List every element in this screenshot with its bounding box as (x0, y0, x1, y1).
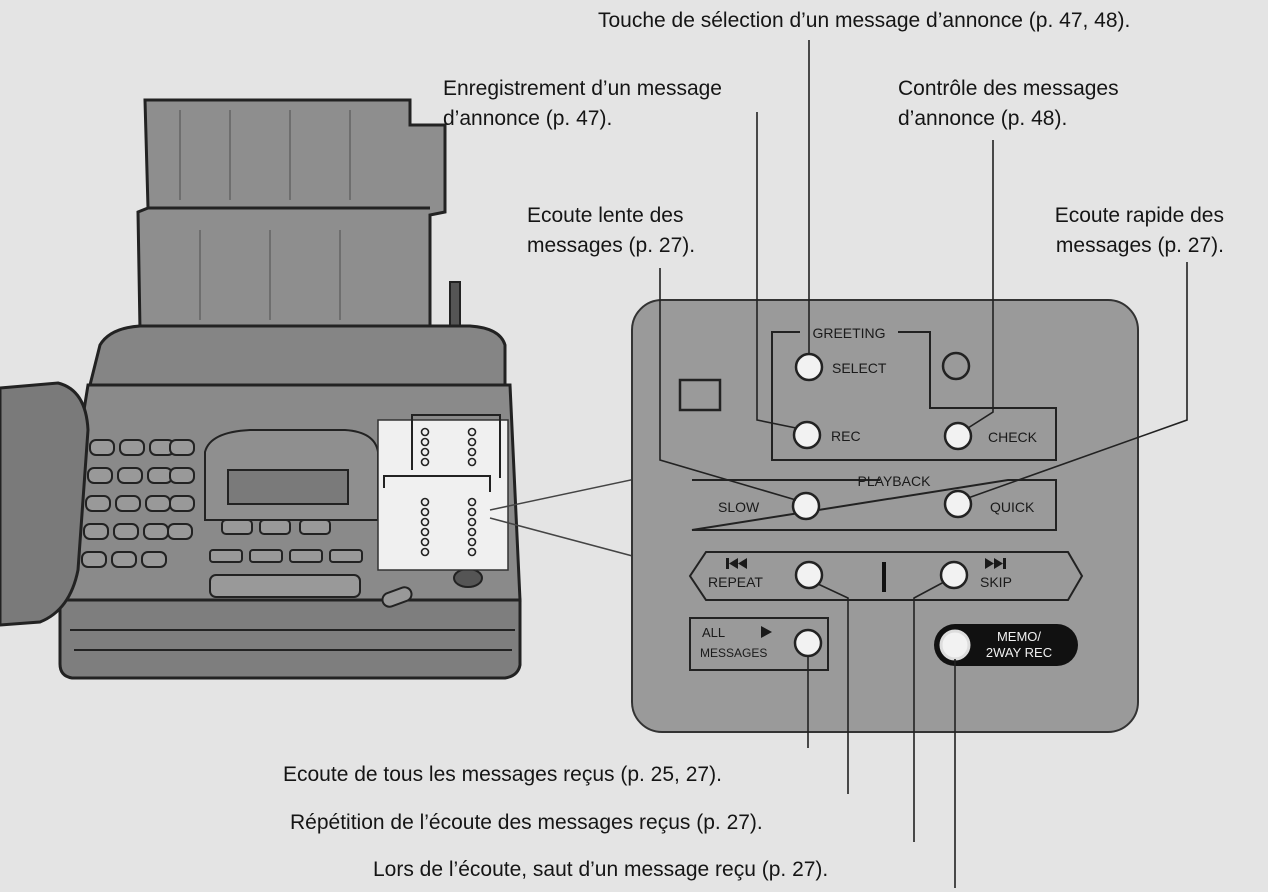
leader-repeat (817, 583, 849, 794)
all-label: ALL (702, 625, 725, 640)
zoom-lines (489, 477, 641, 559)
handset (0, 381, 90, 627)
callout-repeat: Répétition de l’écoute des messages reçu… (290, 811, 763, 834)
slow-button[interactable] (791, 491, 821, 521)
previous-track-icon (726, 558, 747, 569)
greeting-group-outline (771, 331, 1057, 461)
leader-lines (659, 40, 1188, 888)
quick-button[interactable] (943, 489, 973, 519)
all-messages-outline (689, 617, 829, 671)
callout-quick: Ecoute rapide des messages (p. 27). (1054, 204, 1224, 257)
lcd-display (227, 469, 349, 505)
repeat-button[interactable] (794, 560, 824, 590)
repeat-label: REPEAT (708, 574, 763, 590)
greeting-rec-button[interactable] (792, 420, 822, 450)
leader-slow (659, 268, 797, 501)
quick-label: QUICK (990, 499, 1035, 515)
greeting-check-button[interactable] (943, 421, 973, 451)
select-label: SELECT (832, 360, 887, 376)
playback-label: PLAYBACK (858, 473, 932, 489)
callout-greeting-check: Contrôle des messages d’annonce (p. 48). (898, 77, 1119, 130)
panel-indicator-box (678, 378, 722, 412)
leader-greeting-rec (756, 112, 797, 429)
fax-machine (0, 98, 522, 680)
control-panel: GREETING PLAYBACK (631, 299, 1139, 733)
slow-label: SLOW (718, 499, 760, 515)
leader-skip (913, 581, 945, 842)
memo-2way-rec-pill (934, 624, 1078, 666)
next-track-icon (985, 558, 1006, 569)
greeting-select-button[interactable] (794, 352, 824, 382)
play-icon (761, 626, 772, 638)
machine-body-top (88, 324, 507, 387)
paper-tray (136, 98, 447, 332)
messages-label: MESSAGES (700, 646, 767, 660)
skip-label: SKIP (980, 574, 1012, 590)
panel-location-highlight (377, 414, 509, 571)
all-messages-button[interactable] (793, 628, 823, 658)
rec-label: REC (831, 428, 861, 444)
greeting-label: GREETING (812, 325, 885, 341)
leader-greeting-check (967, 140, 994, 429)
memo-label-line2: 2WAY REC (986, 645, 1052, 660)
callout-skip: Lors de l’écoute, saut d’un message reçu… (373, 858, 829, 881)
keypad (81, 439, 195, 568)
leader-quick (967, 262, 1188, 499)
callout-greeting-rec: Enregistrement d’un message d’annonce (p… (443, 77, 722, 130)
memo-2way-rec-button[interactable] (939, 629, 971, 661)
callout-slow: Ecoute lente des messages (p. 27). (527, 204, 696, 257)
callout-greeting-select: Touche de sélection d’un message d’annon… (598, 9, 1131, 32)
repeat-skip-group-outline (688, 551, 1084, 601)
check-label: CHECK (988, 429, 1038, 445)
memo-label-line1: MEMO/ (997, 629, 1041, 644)
callout-all-messages: Ecoute de tous les messages reçus (p. 25… (283, 763, 722, 786)
machine-base (58, 598, 522, 680)
skip-button[interactable] (939, 560, 969, 590)
greeting-indicator-light (941, 351, 971, 381)
